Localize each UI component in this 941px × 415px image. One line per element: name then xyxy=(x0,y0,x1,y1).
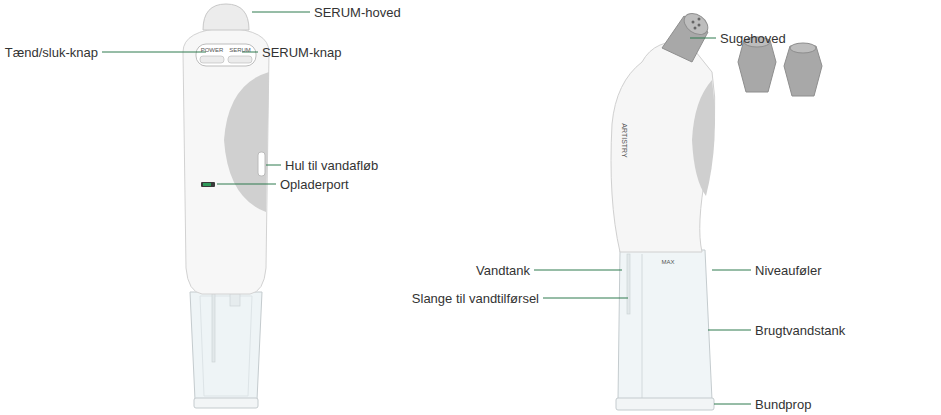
part-label: Hul til vandafløb xyxy=(285,158,378,173)
part-label: Brugtvandstank xyxy=(755,323,845,338)
part-label: Niveauføler xyxy=(755,263,821,278)
part-label: Tænd/sluk-knap xyxy=(5,45,98,60)
device-text: ARTISTRY xyxy=(621,123,628,157)
part-label: Slange til vandtilførsel xyxy=(412,291,539,306)
device-text: SERUM xyxy=(229,47,251,53)
device-text: POWER xyxy=(201,47,224,53)
part-label: Sugehoved xyxy=(720,31,786,46)
front-device xyxy=(183,4,269,408)
part-label: Vandtank xyxy=(476,263,530,278)
part-label: Bundprop xyxy=(755,397,811,412)
part-label: SERUM-knap xyxy=(262,45,341,60)
side-device xyxy=(611,9,822,410)
device-text: MAX xyxy=(661,259,674,265)
part-label: Opladerport xyxy=(280,177,349,192)
leader-lines xyxy=(102,12,751,404)
part-label: SERUM-hoved xyxy=(314,5,401,20)
